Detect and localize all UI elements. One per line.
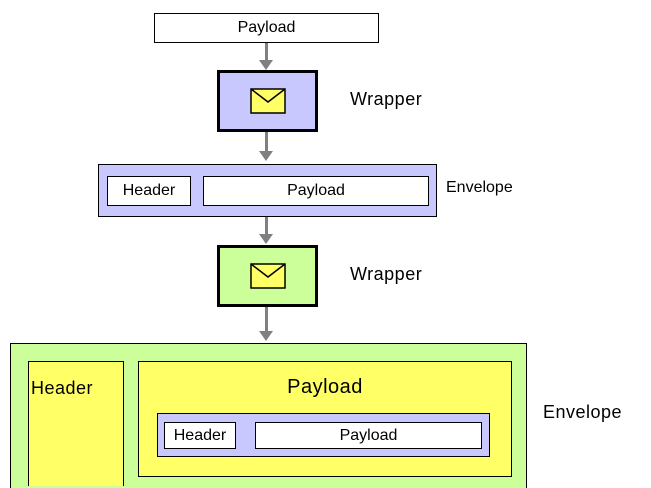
wrapper-2-label: Wrapper: [350, 264, 423, 284]
envelope-2-payload-label: Payload: [287, 376, 363, 398]
envelope-1-payload: Payload: [203, 176, 429, 206]
arrow-3-stem: [265, 217, 268, 235]
wrapper-1-label: Wrapper: [350, 89, 423, 109]
nested-envelope-payload: Payload: [255, 422, 482, 449]
envelope-1-header: Header: [107, 176, 191, 206]
arrow-1-stem: [265, 43, 268, 61]
arrow-1-head: [259, 60, 273, 70]
envelope-icon: [249, 88, 286, 114]
top-payload-label: Payload: [237, 19, 296, 36]
envelope-2-label: Envelope: [543, 402, 623, 422]
arrow-2-head: [259, 151, 273, 161]
envelope-2-payload: Payload Header Payload: [138, 361, 512, 477]
arrow-3-head: [259, 234, 273, 244]
wrapper-2-box: [217, 245, 318, 307]
envelope-1-payload-label: Payload: [287, 182, 345, 199]
nested-envelope-box: Header Payload: [157, 413, 490, 457]
arrow-2-stem: [265, 132, 268, 152]
envelope-1-box: Header Payload: [98, 164, 437, 217]
top-payload-box: Payload: [154, 13, 379, 43]
nested-envelope-payload-label: Payload: [339, 426, 398, 444]
arrow-4-stem: [265, 307, 268, 332]
envelope-1-header-label: Header: [122, 182, 176, 199]
envelope-2-box: Header Payload Header Payload: [10, 343, 527, 488]
arrow-4-head: [259, 331, 273, 341]
nested-envelope-header: Header: [164, 422, 236, 449]
envelope-icon: [249, 263, 286, 289]
envelope-2-header-label: Header: [31, 378, 94, 398]
envelope-2-header: Header: [28, 361, 124, 486]
nested-envelope-header-label: Header: [173, 426, 227, 444]
wrapper-1-box: [217, 70, 318, 132]
envelope-1-label: Envelope: [446, 179, 513, 196]
